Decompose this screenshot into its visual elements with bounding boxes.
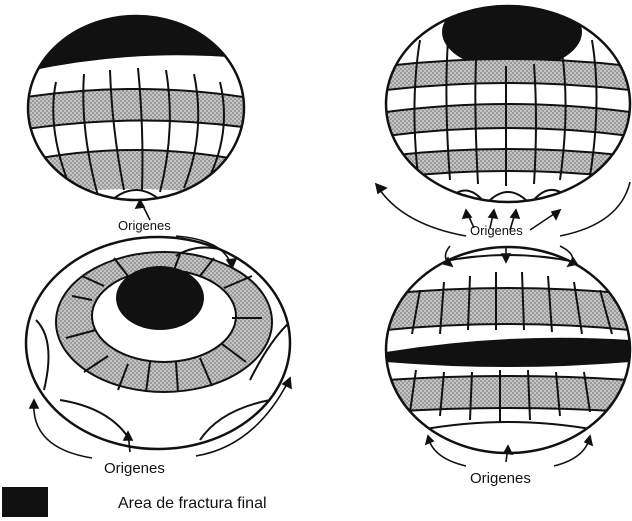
shaded-band-2 bbox=[20, 150, 250, 200]
legend-label: Area de fractura final bbox=[118, 495, 267, 513]
origin-label-top-left: Origenes bbox=[118, 218, 171, 233]
sphere-bottom-left bbox=[26, 237, 290, 449]
sphere-top-left bbox=[20, 10, 250, 200]
sphere-top-right bbox=[386, 0, 630, 202]
origin-label-top-right: Origenes bbox=[470, 223, 523, 238]
final-fracture-area-top-left bbox=[20, 10, 250, 72]
legend-black-swatch bbox=[2, 487, 48, 517]
final-fracture-area-bottom-left bbox=[116, 266, 204, 330]
sphere-bottom-right bbox=[386, 247, 630, 453]
origin-label-bottom-left: Origenes bbox=[104, 460, 165, 477]
origin-label-bottom-right: Origenes bbox=[470, 470, 531, 487]
final-fracture-area-bottom-right bbox=[386, 338, 630, 367]
